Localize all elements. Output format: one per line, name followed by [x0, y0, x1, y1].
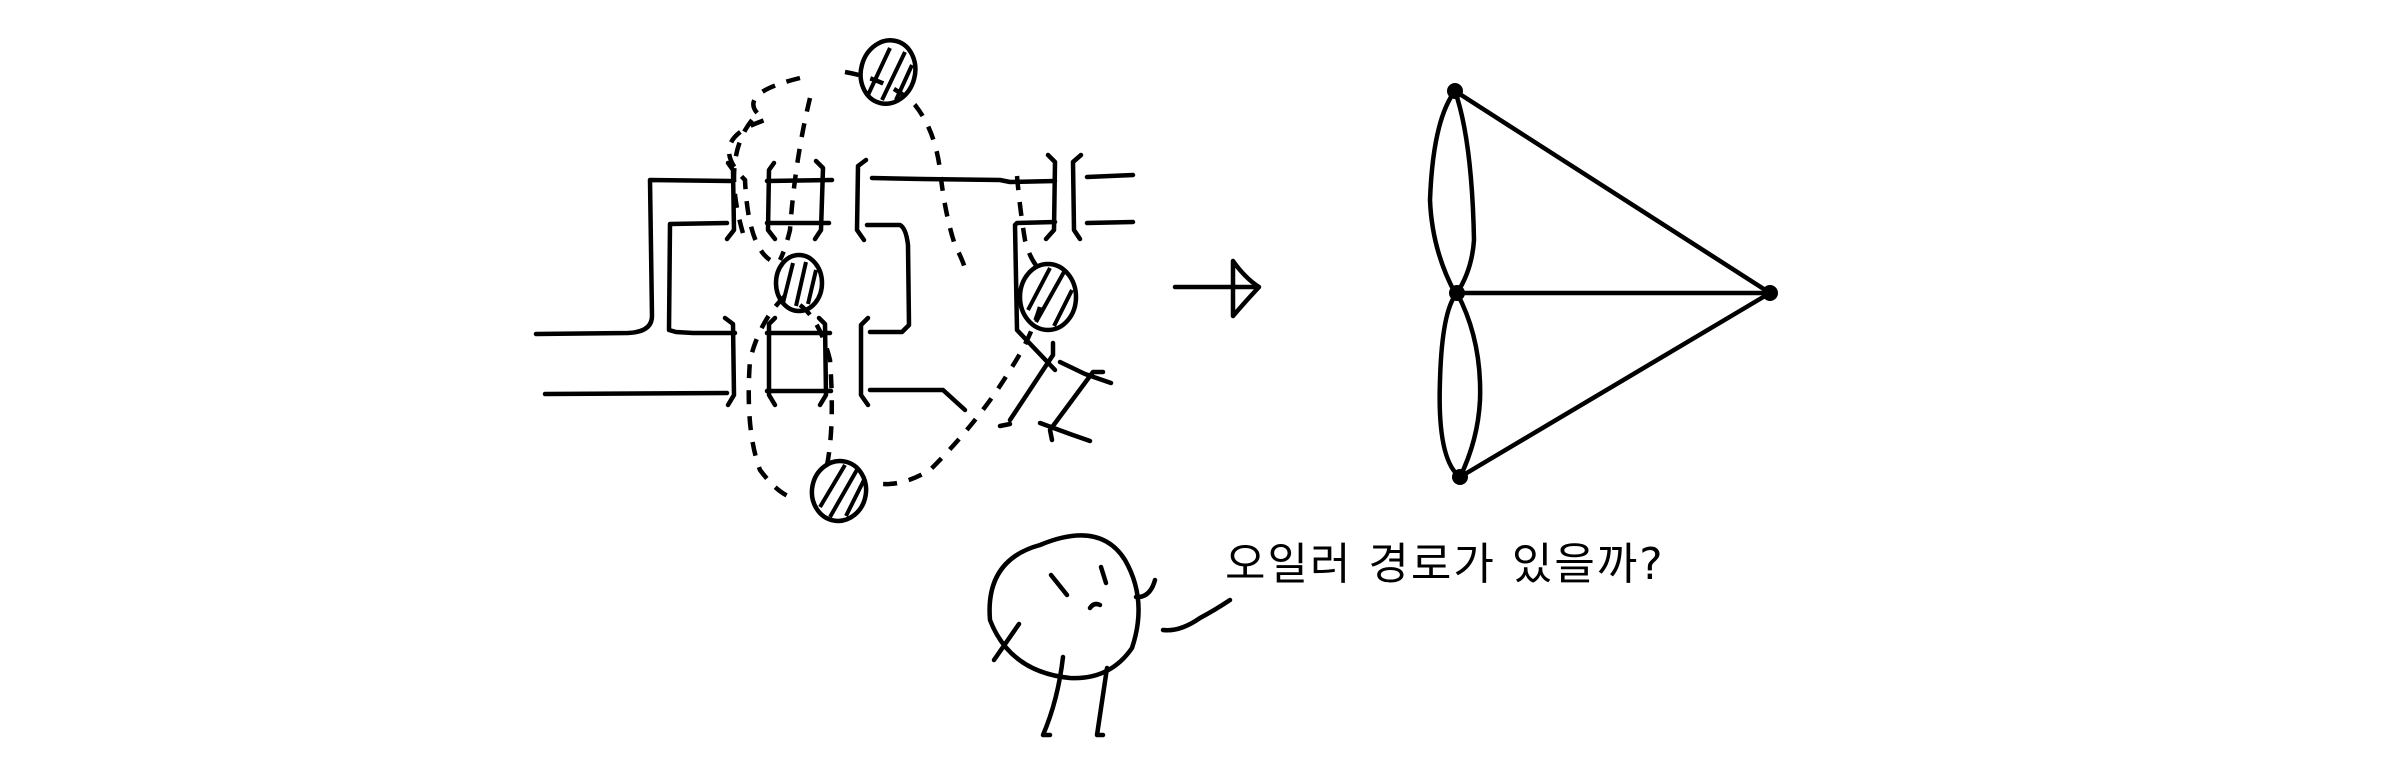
character-hand-left: [991, 621, 1022, 663]
edge-B-C-2: [1454, 290, 1483, 480]
edge-B-C-1: [1437, 290, 1463, 480]
character-arm-up: [1133, 577, 1158, 600]
character-eye-left: [1048, 572, 1070, 598]
transform-arrow-icon: [1172, 258, 1262, 319]
character-mouth: [1087, 601, 1103, 611]
graph-node-b: [1449, 285, 1465, 301]
land-node-island: [773, 252, 825, 314]
edge-C-D: [1457, 290, 1773, 480]
walk-paths: [726, 69, 1043, 499]
land-node-north: [858, 38, 918, 106]
edge-A-B-2: [1452, 88, 1477, 296]
character-leg-left: [1040, 654, 1066, 738]
graph-node-c: [1452, 469, 1468, 485]
multigraph: [1427, 83, 1778, 485]
graph-node-a: [1447, 83, 1463, 99]
edge-A-B-1: [1427, 88, 1458, 296]
land-node-east: [1017, 261, 1079, 333]
graph-node-d: [1762, 285, 1778, 301]
character-head: [987, 533, 1141, 681]
character-leg-right: [1094, 665, 1110, 738]
bridge-brackets: [722, 152, 1106, 443]
stick-character: [987, 533, 1233, 738]
edge-A-D: [1452, 88, 1773, 296]
land-node-south: [809, 458, 869, 524]
character-eye-right: [1098, 564, 1109, 586]
speech-text: 오일러 경로가 있을까?: [1225, 539, 1665, 590]
river-map: [533, 38, 1136, 524]
character-arm-point: [1160, 597, 1233, 633]
